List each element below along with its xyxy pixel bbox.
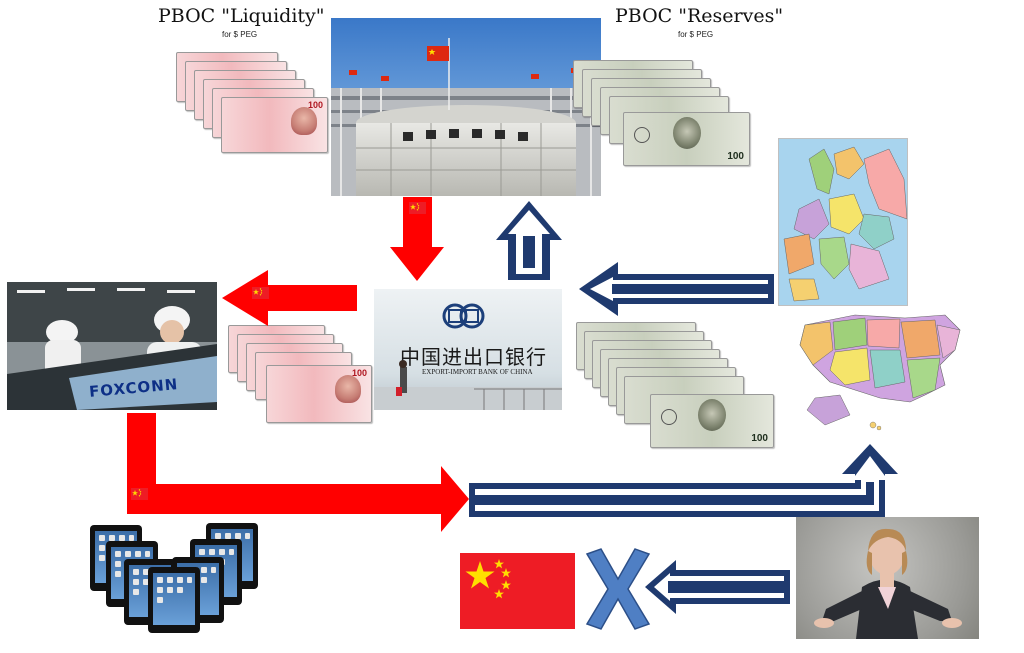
rmb-value-middle: 100 [351,368,367,378]
usd-value-middle: 100 [751,433,768,444]
shrugging-woman-photo [796,517,979,639]
red-arrow-exim-to-foxconn [222,270,357,326]
exim-bank-chinese-name: 中国进出口银行 [400,345,547,369]
china-flag [460,553,575,629]
pboc-building-photo [331,18,601,196]
usd-banknote-stack-top: 100 [573,60,758,170]
navy-arrow-exim-to-pboc [496,201,562,280]
navy-arrow-woman-to-x [645,560,790,614]
red-arrow-foxconn-to-export [127,413,469,532]
china-flag-mini-icon-2 [252,287,269,299]
rmb-value: 100 [307,100,323,110]
pboc-reserves-subtitle: for $ PEG [678,30,714,39]
rmb-banknote-stack-top: 100 [176,52,336,156]
china-flag-mini-icon [409,202,426,214]
red-arrow-pboc-to-exim [390,197,444,281]
exim-bank-english-name: EXPORT-IMPORT BANK OF CHINA [422,368,533,376]
china-flag-mini-icon-3 [131,488,148,500]
pboc-reserves-title: PBOC "Reserves" [615,5,784,27]
navy-arrow-europe-to-exim [579,262,774,316]
blocked-x-mark [585,548,651,630]
foxconn-factory-photo: FOXCONN [7,282,217,410]
rmb-banknote-stack-middle: 100 [228,325,376,425]
pboc-liquidity-title: PBOC "Liquidity" [158,5,325,27]
usa-map [795,310,975,435]
pboc-liquidity-subtitle: for $ PEG [222,30,258,39]
usd-banknote-stack-middle: 100 [576,322,776,452]
china-flag-field [460,553,575,629]
navy-arrow-export-to-usa [469,444,898,517]
usd-value: 100 [727,151,744,162]
europe-map [778,138,908,306]
exim-bank-photo: 中国进出口银行 EXPORT-IMPORT BANK OF CHINA [374,289,562,410]
ipad-stack [88,519,273,641]
